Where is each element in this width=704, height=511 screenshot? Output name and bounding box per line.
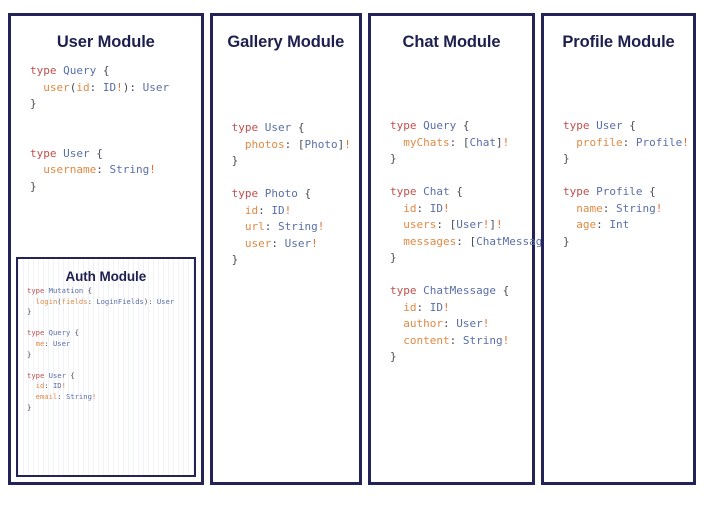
module-body-profile: type User { profile: Profile! } type Pro…	[544, 56, 693, 250]
chat-card-filler	[371, 366, 532, 483]
code-block-user: type Query { user(id: ID!): User } type …	[30, 64, 170, 193]
code-block-gallery: type User { photos: [Photo]! } type Phot…	[231, 121, 351, 266]
module-card-user[interactable]: User Module type Query { user(id: ID!): …	[8, 13, 204, 485]
module-card-auth[interactable]: Auth Module type Mutation { login(fields…	[16, 257, 196, 477]
module-card-profile[interactable]: Profile Module type User { profile: Prof…	[541, 13, 696, 485]
profile-card-filler	[544, 250, 693, 482]
gallery-card-filler	[213, 269, 359, 483]
module-body-auth: Auth Module type Mutation { login(fields…	[18, 259, 194, 413]
module-title-profile: Profile Module	[562, 33, 675, 51]
module-title-gallery: Gallery Module	[227, 33, 345, 51]
module-title-user: User Module	[56, 33, 155, 51]
module-body-chat: type Query { myChats: [Chat]! } type Cha…	[371, 56, 562, 366]
module-body-gallery: type User { photos: [Photo]! } type Phot…	[213, 56, 359, 269]
module-body-user: type Query { user(id: ID!): User } type …	[11, 56, 201, 195]
module-title-auth: Auth Module	[65, 269, 147, 284]
module-card-gallery[interactable]: Gallery Module type User { photos: [Phot…	[209, 13, 362, 485]
code-block-profile: type User { profile: Profile! } type Pro…	[563, 119, 689, 248]
code-block-auth: type Mutation { login(fields: LoginField…	[27, 286, 175, 412]
code-block-chat: type Query { myChats: [Chat]! } type Cha…	[390, 119, 562, 363]
module-card-chat[interactable]: Chat Module type Query { myChats: [Chat]…	[368, 13, 562, 485]
module-title-chat: Chat Module	[402, 33, 501, 51]
module-columns: User Module type Query { user(id: ID!): …	[8, 13, 696, 485]
